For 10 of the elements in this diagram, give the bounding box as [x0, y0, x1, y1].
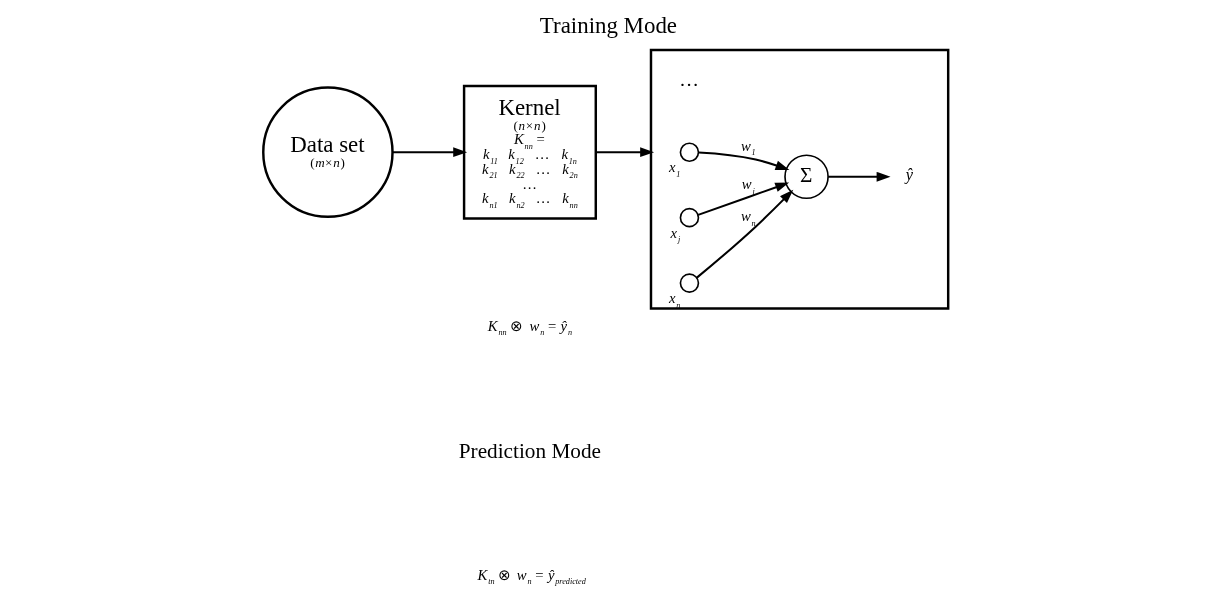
node-label: x$_{1}$ [668, 159, 680, 179]
diagram-title: Training Mode [539, 13, 677, 39]
edge-label: w$_{j}$ [741, 176, 755, 196]
node-label: x$_{n}$ [668, 290, 680, 310]
node-text: ŷ [905, 165, 913, 185]
edge-label: w$_{n}$ [740, 208, 756, 228]
edge-label: w$_{1}$ [740, 137, 756, 158]
label: … [678, 69, 699, 91]
label: Prediction Mode [458, 438, 601, 463]
node-label: x$_{j}$ [670, 224, 680, 245]
